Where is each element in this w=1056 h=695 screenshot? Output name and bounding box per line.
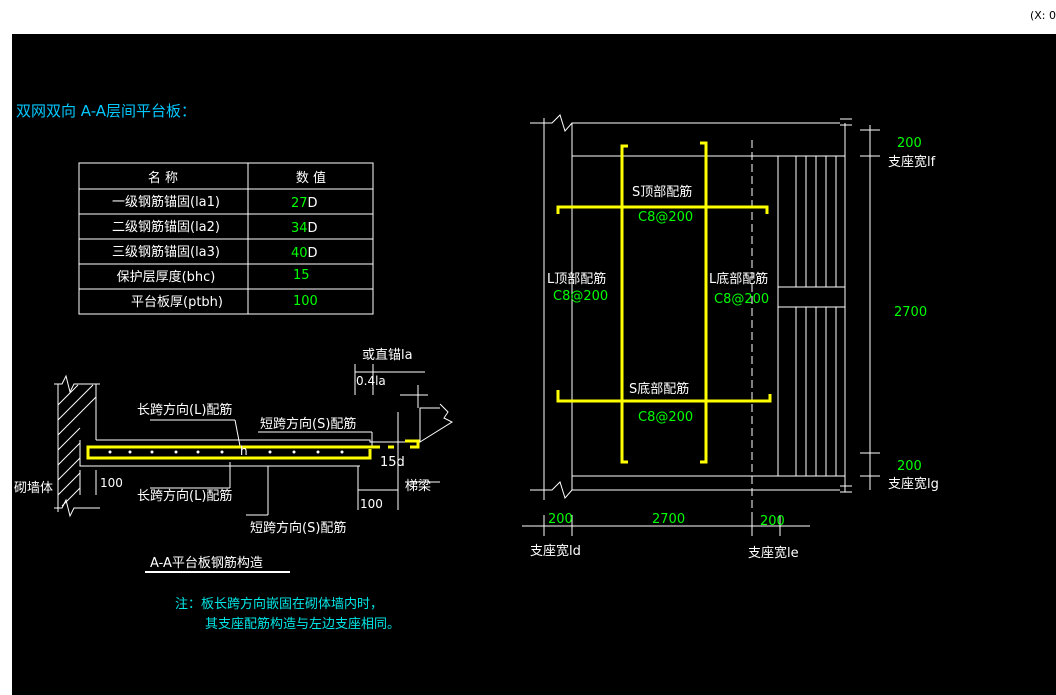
label-stair-beam: 梯梁	[405, 479, 431, 494]
label-hook-15d: 15d	[380, 455, 405, 470]
cad-drawing: 双网双向 A-A层间平台板： 名 称 数 值 一级钢筋锚固(la1) 27D 二…	[14, 102, 939, 632]
label-l-top: L顶部配筋	[547, 271, 606, 287]
table-row-value: 34D	[291, 221, 318, 236]
dim-right-200: 200	[760, 514, 785, 529]
label-support-le: 支座宽le	[748, 545, 799, 561]
table-row-value: 100	[293, 294, 318, 309]
label-masonry-wall: 砌墙体	[14, 481, 53, 496]
label-long-span-top: 长跨方向(L)配筋	[137, 402, 232, 418]
table-row-value: 27D	[291, 196, 318, 211]
left-toolbar-strip	[0, 34, 12, 695]
dim-horiz-2700: 2700	[652, 512, 685, 527]
table-row-name: 三级钢筋锚固(la3)	[112, 244, 220, 260]
table-row-value: 15	[293, 268, 310, 283]
label-support-lg: 支座宽lg	[888, 476, 939, 492]
table-header-value: 数 值	[296, 170, 326, 186]
dim-left-200: 200	[548, 512, 573, 527]
dim-top-200: 200	[897, 136, 922, 151]
label-or-straight-anchor: 或直锚la	[362, 348, 413, 363]
note-line-1: 注：板长跨方向嵌固在砌体墙内时，	[175, 596, 383, 612]
plan-rebar	[556, 141, 772, 464]
section-rebar-dots	[108, 450, 344, 454]
table-row-name: 二级钢筋锚固(la2)	[112, 219, 220, 235]
dim-mid-2700: 2700	[894, 305, 927, 320]
label-support-ld: 支座宽ld	[530, 543, 581, 559]
dim-bot-200: 200	[897, 459, 922, 474]
value-l-top: C8@200	[553, 289, 608, 304]
drawing-heading: 双网双向 A-A层间平台板：	[16, 102, 196, 120]
drawing-canvas[interactable]: 双网双向 A-A层间平台板： 名 称 数 值 一级钢筋锚固(la1) 27D 二…	[12, 34, 1056, 695]
label-anchor-04la: 0.4la	[356, 374, 386, 388]
title-bar: (X: 0	[0, 0, 1056, 34]
table-row-name: 平台板厚(ptbh)	[131, 295, 223, 310]
plan-view	[522, 114, 880, 536]
section-title: A-A平台板钢筋构造	[150, 555, 263, 571]
label-l-bottom: L底部配筋	[709, 271, 768, 287]
label-short-span-top: 短跨方向(S)配筋	[260, 416, 356, 432]
parameter-table	[78, 162, 374, 315]
label-h: h	[240, 444, 248, 458]
label-s-top: S顶部配筋	[632, 184, 692, 200]
note-line-2: 其支座配筋构造与左边支座相同。	[205, 616, 400, 632]
value-s-bottom: C8@200	[638, 410, 693, 425]
value-l-bottom: C8@200	[714, 292, 769, 307]
label-dim-100-right: 100	[360, 497, 383, 511]
table-header-name: 名 称	[148, 170, 178, 186]
value-s-top: C8@200	[638, 210, 693, 225]
coordinate-readout: (X: 0	[1029, 9, 1056, 22]
label-short-span-bottom: 短跨方向(S)配筋	[250, 520, 346, 536]
table-row-value: 40D	[291, 246, 318, 261]
label-s-bottom: S底部配筋	[629, 381, 689, 397]
table-row-name: 一级钢筋锚固(la1)	[112, 194, 220, 210]
label-long-span-bottom: 长跨方向(L)配筋	[137, 488, 232, 504]
label-support-lf: 支座宽lf	[888, 154, 936, 170]
section-rebar	[86, 439, 420, 460]
table-row-name: 保护层厚度(bhc)	[117, 269, 216, 285]
label-dim-100-left: 100	[100, 476, 123, 490]
section-detail	[54, 364, 454, 573]
